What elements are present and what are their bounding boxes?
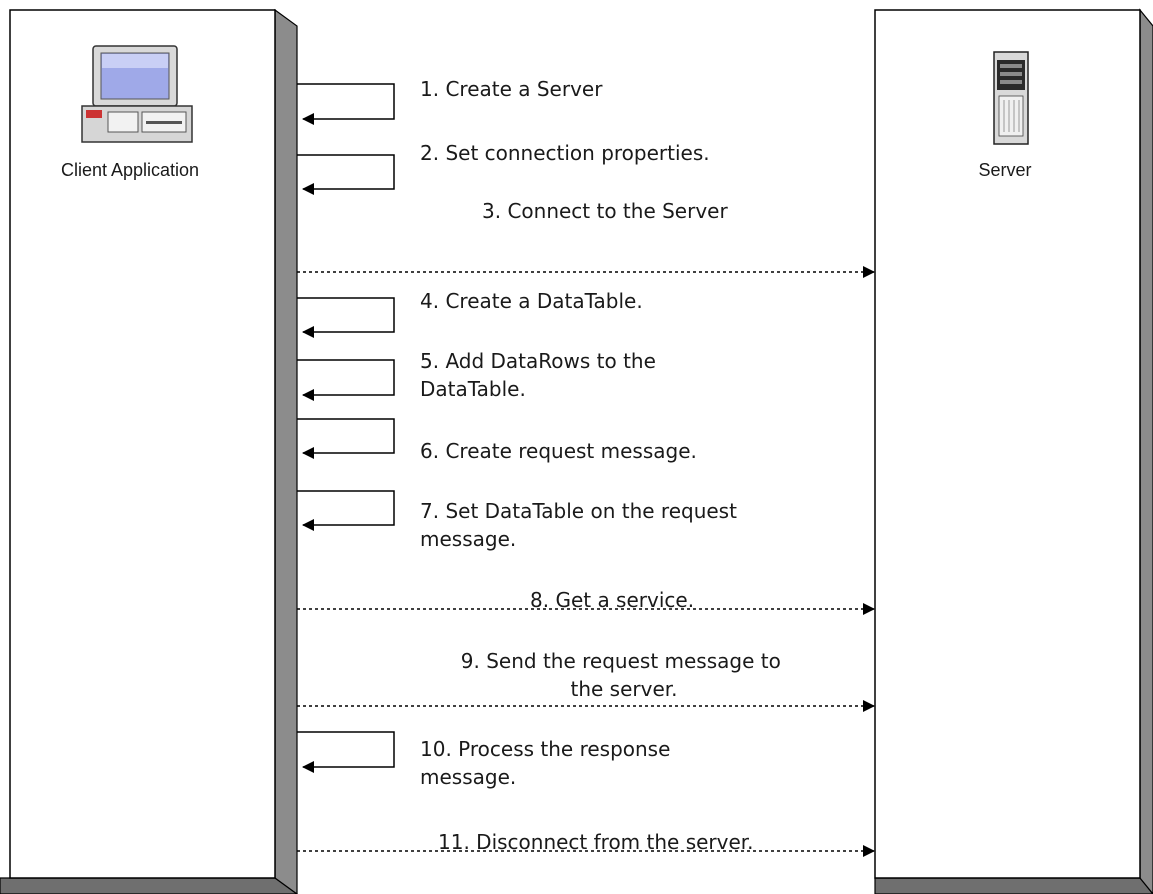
server-lifeline-box [874, 8, 1153, 894]
step-1: 1. Create a Server [297, 77, 603, 125]
step-4: 4. Create a DataTable. [297, 289, 643, 338]
step-11: 11. Disconnect from the server. [297, 830, 875, 857]
self-call-arrow [297, 490, 395, 531]
step-label: 9. Send the request message to the serve… [461, 649, 787, 701]
self-call-arrow [297, 83, 395, 125]
client-label: Client Application [61, 160, 199, 180]
self-call-arrow [297, 731, 395, 773]
step-label: 5. Add DataRows to the DataTable. [420, 349, 662, 401]
step-label: 2. Set connection properties. [420, 141, 710, 165]
self-call-arrow [297, 359, 395, 401]
step-label: 4. Create a DataTable. [420, 289, 643, 313]
desktop-computer-icon [81, 45, 193, 143]
step-6: 6. Create request message. [297, 418, 697, 463]
step-5: 5. Add DataRows to the DataTable. [297, 349, 662, 401]
step-label: 7. Set DataTable on the request message. [420, 499, 743, 551]
self-call-arrow [297, 418, 395, 459]
step-label: 3. Connect to the Server [482, 199, 728, 223]
step-2: 2. Set connection properties. [297, 141, 710, 195]
step-label: 8. Get a service. [530, 588, 694, 612]
step-7: 7. Set DataTable on the request message. [297, 490, 743, 551]
step-label: 11. Disconnect from the server. [438, 830, 754, 854]
step-8: 8. Get a service. [297, 588, 875, 615]
step-3: 3. Connect to the Server [297, 199, 875, 278]
self-call-arrow [297, 154, 395, 195]
step-label: 6. Create request message. [420, 439, 697, 463]
step-9: 9. Send the request message to the serve… [297, 649, 875, 712]
client-lifeline-box [0, 8, 299, 894]
step-10: 10. Process the response message. [297, 731, 677, 789]
step-label: 10. Process the response message. [420, 737, 677, 789]
step-label: 1. Create a Server [420, 77, 603, 101]
self-call-arrow [297, 297, 395, 338]
server-label: Server [978, 160, 1031, 180]
server-tower-icon [993, 51, 1029, 145]
